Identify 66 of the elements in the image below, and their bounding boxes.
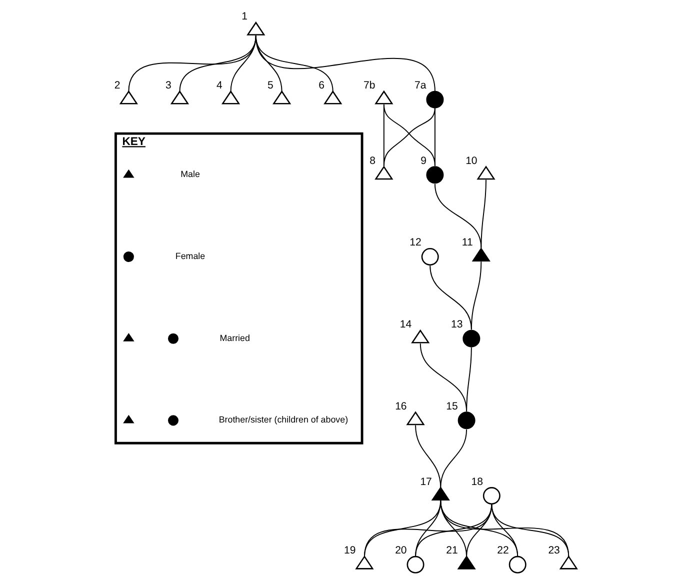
node-label: 2 [114,80,120,92]
connector [430,265,472,330]
node-label: 11 [462,236,473,249]
node-triangle [272,90,292,104]
connector [128,35,256,92]
connector [179,35,256,92]
connector [364,503,492,558]
node-label: 8 [370,154,376,167]
connector [415,424,442,488]
node-triangle [472,247,490,262]
legend-label: Female [175,251,206,262]
node-circle [508,556,526,574]
node-label: 1 [242,10,248,23]
node-triangle [559,555,578,570]
connector [415,503,492,558]
node-triangle [457,555,476,570]
node-circle [426,166,444,184]
node-circle [406,556,424,574]
node-label: 13 [450,318,463,331]
node-circle [462,330,480,348]
node-triangle [374,90,394,104]
legend-label: Brother/sister (children of above) [218,414,348,425]
node-label: 7a [414,80,426,92]
node-triangle [476,166,496,180]
node-triangle [374,166,394,180]
node-label: 14 [400,318,412,331]
node-circle [458,412,476,430]
node-triangle [411,329,430,344]
connector [491,503,570,558]
connector [480,179,486,248]
node-label: 18 [471,476,483,488]
node-triangle [324,90,342,104]
connector [440,500,518,558]
node-label: 5 [268,80,274,92]
node-circle [482,487,500,505]
node-label: 19 [344,544,356,557]
node-circle [426,90,444,108]
node-triangle [431,486,450,500]
node-triangle [221,90,240,104]
connector [440,500,570,558]
legend-label: Married [220,332,250,343]
connector [255,35,436,92]
node-label: 20 [395,544,407,557]
node-label: 10 [466,154,478,167]
node-label: 21 [446,544,458,557]
legend-label: Male [180,169,200,180]
node-triangle [246,21,266,36]
node-label: 23 [548,544,560,557]
node-label: 6 [318,80,324,92]
connector [466,503,492,558]
node-label: 15 [446,400,458,412]
node-label: 7b [363,80,376,92]
node-label: 12 [410,236,422,249]
node-triangle [406,411,425,426]
node-circle [421,248,439,266]
node-label: 16 [395,400,407,412]
node-label: 4 [216,80,222,92]
node-label: 9 [420,154,427,167]
node-label: 17 [420,476,432,488]
connector [230,35,256,92]
node-triangle [119,90,138,104]
node-triangle [355,555,374,570]
node-triangle [170,90,190,104]
node-label: 3 [165,80,172,92]
connector [420,342,468,412]
node-label: 22 [497,544,509,557]
